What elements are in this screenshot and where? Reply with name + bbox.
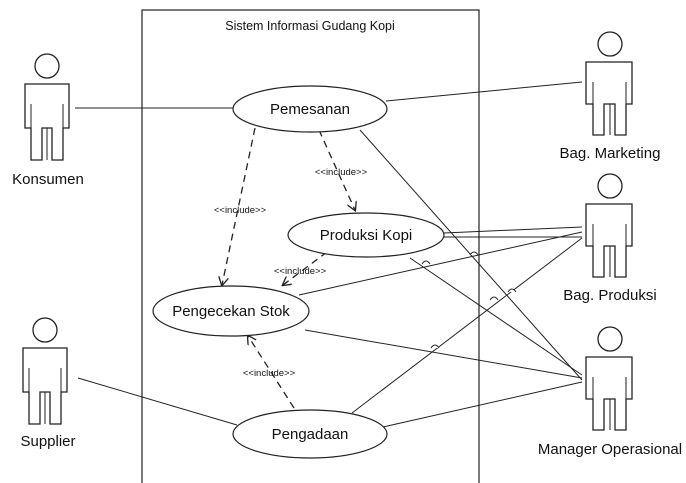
assoc-produksi-pengecekanstok [298,231,583,296]
hop-5 [430,344,440,349]
actor-label: Bag. Produksi [563,287,656,304]
assoc-manager-pengadaan [382,381,583,428]
actor-figure-icon [585,31,633,136]
include-produksikopi-pengecekanstok [283,251,328,285]
use-case-label: Pengadaan [272,426,349,443]
use-case-pengadaan: Pengadaan [232,409,388,459]
assoc-produksi-produksikopi [443,226,583,234]
assoc-supplier-pengadaan [77,377,238,426]
use-case-label: Pemesanan [270,101,350,118]
actor-manager-operasional: Manager Operasional [538,326,682,458]
assoc-manager-produksikopi [409,257,583,376]
use-case-label: Pengecekan Stok [172,303,290,320]
actor-label: Supplier [20,433,75,450]
actor-figure-icon [585,173,633,278]
use-case-label: Produksi Kopi [320,227,413,244]
assoc-produksi-pengadaan [351,237,583,414]
system-boundary [141,9,480,483]
actor-supplier: Supplier [20,317,76,450]
use-case-pemesanan: Pemesanan [232,85,388,133]
actor-label: Manager Operasional [538,441,682,458]
crossing-hops [421,251,517,349]
hop-3 [469,251,479,256]
use-case-produksi-kopi: Produksi Kopi [287,212,445,258]
actor-konsumen: Konsumen [12,53,84,188]
actor-label: Bag. Marketing [560,145,661,162]
include-pemesanan-produksikopi [318,129,355,210]
actor-bag-produksi: Bag. Produksi [563,173,657,304]
assoc-marketing-pemesanan [385,81,583,102]
actor-bag-marketing: Bag. Marketing [560,31,661,162]
actor-label: Konsumen [12,171,84,188]
include-label-4: <<include>> [243,368,296,379]
include-pengadaan-pengecekanstok [248,336,295,409]
actor-figure-icon [24,53,70,161]
include-relations [222,127,355,409]
hop-4 [507,288,517,293]
actor-figure-icon [22,317,68,425]
assoc-manager-pengecekanstok [304,329,583,379]
system-title: Sistem Informasi Gudang Kopi [225,19,395,33]
include-label-2: <<include>> [214,205,267,216]
actor-figure-icon [585,326,633,431]
include-label-1: <<include>> [315,167,368,178]
hop-2 [489,296,499,301]
include-label-3: <<include>> [274,266,327,277]
hop-1 [421,260,431,265]
include-pemesanan-pengecekanstok [222,127,256,285]
use-case-pengecekan-stok: Pengecekan Stok [152,285,310,337]
